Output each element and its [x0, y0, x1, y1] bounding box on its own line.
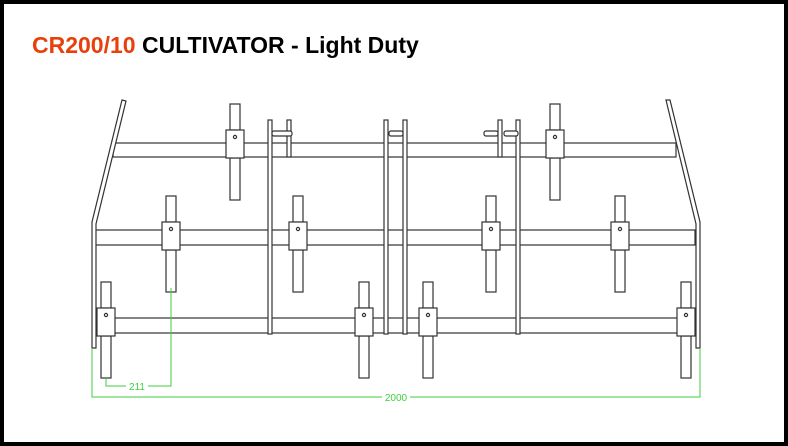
tine-lower-shank [358, 335, 370, 379]
tine [354, 281, 374, 379]
cultivator-frame [91, 99, 701, 349]
tine [545, 103, 565, 201]
frame-rail [402, 119, 408, 335]
tine-lower-shank [485, 249, 497, 293]
tine-upper-shank [549, 103, 561, 131]
tine-upper-shank [165, 195, 177, 223]
page-title: CR200/10 CULTIVATOR - Light Duty [32, 32, 419, 59]
clamp-bolt [488, 226, 494, 232]
tine-clamp [545, 129, 565, 159]
clamp-bolt [552, 134, 558, 140]
tine-upper-shank [229, 103, 241, 131]
tine-clamp [676, 307, 696, 337]
clamp-bolt [232, 134, 238, 140]
clamp-bolt [295, 226, 301, 232]
tine [225, 103, 245, 201]
tine-lower-shank [614, 249, 626, 293]
clamp-bolt [617, 226, 623, 232]
frame-rail [267, 119, 273, 335]
hitch-pin [388, 130, 404, 137]
tine-clamp [354, 307, 374, 337]
title-text: CULTIVATOR - Light Duty [135, 32, 419, 58]
tine-lower-shank [549, 157, 561, 201]
tine-upper-shank [100, 281, 112, 309]
clamp-bolt [425, 312, 431, 318]
tine-upper-shank [614, 195, 626, 223]
tine-clamp [96, 307, 116, 337]
tine [418, 281, 438, 379]
tine-upper-shank [485, 195, 497, 223]
tine-lower-shank [229, 157, 241, 201]
clamp-bolt [168, 226, 174, 232]
tine-clamp [418, 307, 438, 337]
tine-upper-shank [422, 281, 434, 309]
tine-lower-shank [680, 335, 692, 379]
dimension-line-2000 [91, 348, 701, 398]
tine [481, 195, 501, 293]
frame-rail [383, 119, 389, 335]
hitch-pin [271, 130, 293, 137]
tines [96, 103, 696, 379]
clamp-bolt [103, 312, 109, 318]
tine-lower-shank [165, 249, 177, 293]
tine-lower-shank [100, 335, 112, 379]
frame-rail [497, 119, 503, 158]
top-toolbar [112, 142, 677, 158]
tine-upper-shank [680, 281, 692, 309]
tine [676, 281, 696, 379]
dimension-lines [91, 288, 701, 398]
frame-rails [267, 119, 521, 335]
tine-clamp [225, 129, 245, 159]
middle-toolbar [94, 229, 696, 246]
frame-rail [515, 119, 521, 335]
tine [288, 195, 308, 293]
dimension-label-2000: 2000 [385, 393, 408, 404]
frame-rail [286, 119, 292, 158]
cultivator-drawing: 211 2000 [91, 99, 701, 404]
left-side-plate [91, 99, 127, 349]
tine-lower-shank [292, 249, 304, 293]
tine-clamp [288, 221, 308, 251]
model-code: CR200/10 [32, 32, 136, 58]
tine-upper-shank [358, 281, 370, 309]
tine [96, 281, 116, 379]
tine-clamp [481, 221, 501, 251]
dimension-label-211: 211 [129, 382, 145, 393]
clamp-bolt [361, 312, 367, 318]
tine-lower-shank [422, 335, 434, 379]
dim-label-bg [382, 391, 410, 403]
tine [610, 195, 630, 293]
tine-clamp [610, 221, 630, 251]
dimension-line-211 [105, 288, 172, 387]
tine [161, 195, 181, 293]
tine-upper-shank [292, 195, 304, 223]
clamp-bolt [683, 312, 689, 318]
hitch-pin [483, 130, 499, 137]
hitch-pin [503, 130, 519, 137]
bottom-toolbar [96, 317, 698, 334]
dim-label-bg [126, 380, 148, 392]
tine-clamp [161, 221, 181, 251]
